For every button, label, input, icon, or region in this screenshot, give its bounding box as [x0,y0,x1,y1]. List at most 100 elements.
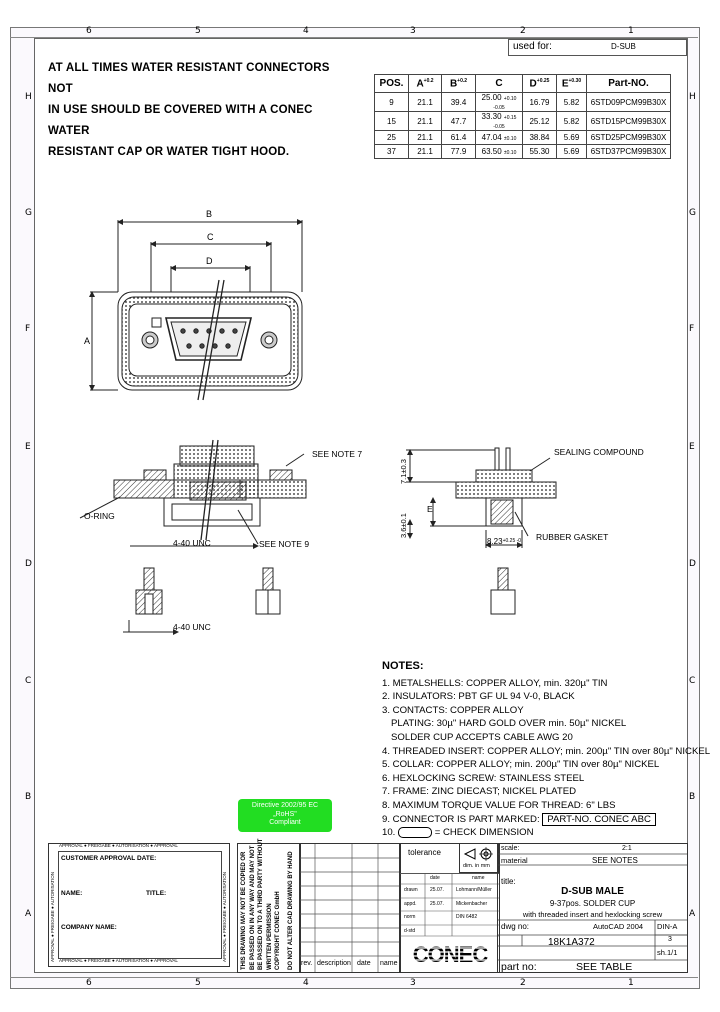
approval-band-left: APPROVAL ● FREIGABE ● AUTORISATION [50,871,55,962]
note-item-10-suffix: = CHECK DIMENSION [434,827,534,839]
see-note-7-label: SEE NOTE 7 [312,449,362,459]
zone-row-a: A [689,909,696,919]
unc-label-2: 4-40 UNC [173,622,211,632]
date-col-header: date [430,875,440,881]
zone-col-4: 4 [303,978,309,988]
approval-band-top: APPROVAL ● FREIGABE ● AUTORISATION ● APP… [59,843,178,848]
zone-row-f: F [689,324,695,334]
zone-col-5: 5 [195,26,201,36]
rohs-line: Compliant [269,819,301,826]
sheet-number: sh.1/1 [657,948,678,957]
note-item: SOLDER CUP ACCEPTS CABLE AWG 20 [391,731,573,743]
projection-icon [463,847,493,861]
name-label: NAME: [61,890,83,897]
zone-row-d: D [689,559,696,569]
zone-row-e: E [689,442,695,452]
part-no-value: SEE TABLE [576,961,633,973]
tolerance-grid [400,873,499,937]
sheet-size: 3 [668,936,672,943]
note-item: 6. HEXLOCKING SCREW: STAINLESS STEEL [382,772,585,784]
table-header-row: POS. A+0.2 B+0.2 C D+0.25 E+0.30 Part-NO… [374,74,671,93]
zone-row-b: B [25,792,32,802]
rohs-line: Directive 2002/95 EC [251,802,319,809]
see-note-9-label: SEE NOTE 9 [259,539,309,549]
scale-value: 2:1 [622,845,632,852]
cell: 5.69 [556,144,587,159]
rohs-badge: Directive 2002/95 EC „RoHS" Compliant [238,799,332,832]
note-item: 9. CONNECTOR IS PART MARKED: PART-NO. CO… [382,812,710,827]
title-label: title: [501,877,516,886]
table-row: 15 21.1 47.7 33.30 +0.15 -0.05 25.12 5.8… [374,111,671,131]
copyright-line: COPYRIGHT CONEC GmbH [275,891,281,970]
zone-col-2: 2 [520,26,526,36]
note-item: 8. MAXIMUM TORQUE VALUE FOR THREAD: 6" L… [382,799,616,811]
dim-in-mm-label: dim. in mm [463,863,490,869]
note-item: 1. METALSHELLS: COPPER ALLOY, min. 320µ"… [382,677,608,689]
approval-band-bottom: APPROVAL ● FREIGABE ● AUTORISATION ● APP… [59,958,178,963]
unc-label-1: 4-40 UNC [173,538,211,548]
zone-col-6: 6 [86,26,92,36]
copyright-line: THIS DRAWING MAY NOT BE COPIED OR [241,851,247,970]
zone-row-d: D [25,559,32,569]
row-label-norm: norm [404,914,416,920]
tolerance-block: tolerance date name drawn 25.07. Lohmann… [399,843,500,973]
copyright-text: THIS DRAWING MAY NOT BE COPIED OR BE PAS… [240,839,295,970]
o-ring-label: O-RING [84,511,115,521]
scale-label: scale: [501,845,520,852]
title-label: TITLE: [146,890,167,897]
drawing-subtitle-1: 9-37pos. SOLDER CUP [549,899,636,908]
part-no-label: part no: [501,961,537,973]
note-item: 5. COLLAR: COPPER ALLOY; min. 200µ" TIN … [382,759,660,771]
dimension-table: POS. A+0.2 B+0.2 C D+0.25 E+0.30 Part-NO… [374,74,671,159]
company-name-label: COMPANY NAME: [61,924,117,931]
inner-frame [34,38,688,973]
rev-header: rev. [301,960,313,967]
dim-b-label: B [206,209,212,219]
dwg-no-label: dwg no: [501,922,530,931]
row-name-drawn: Lohmann/Müller [456,887,492,893]
row-label-dstd: d-std [404,928,416,934]
approval-band-right: APPROVAL ● FREIGABE ● AUTORISATION [222,871,227,962]
material-value: SEE NOTES [592,856,638,865]
software-label: AutoCAD 2004 [593,922,644,931]
zone-col-3: 3 [410,978,416,988]
note-item: 10. = CHECK DIMENSION [382,826,710,840]
note-item: 7. FRAME: ZINC DIECAST; NICKEL PLATED [382,786,577,798]
drawing-title: D-SUB MALE [561,886,624,897]
name-header: name [380,960,398,967]
zone-row-f: F [25,324,31,334]
svg-text:CONEC: CONEC [413,942,489,967]
approval-box: APPROVAL ● FREIGABE ● AUTORISATION ● APP… [48,843,230,967]
revision-block: rev. description date name [299,843,401,973]
row-label-appd: appd. [404,901,417,907]
copyright-block: THIS DRAWING MAY NOT BE COPIED OR BE PAS… [237,839,301,973]
check-dimension-symbol [398,827,433,839]
row-name-appd: Mickenbacher [456,901,488,907]
zone-col-4: 4 [303,26,309,36]
zone-row-c: C [25,676,32,686]
cell: 55.30 [522,144,557,159]
row-name-norm: DIN 6482 [456,914,478,920]
name-col-header: name [472,875,485,881]
zone-row-g: G [25,208,32,218]
note-item: 2. INSULATORS: PBT GF UL 94 V-0, BLACK [382,691,575,703]
dim-d-label: D [206,256,213,266]
dim-823-label: 8.23+0.25 -0 [487,537,521,546]
note-item: 4. THREADED INSERT: COPPER ALLOY; min. 2… [382,745,711,757]
notes-section: NOTES: 1. METALSHELLS: COPPER ALLOY, min… [382,660,710,840]
warning-line: RESISTANT CAP OR WATER TIGHT HOOD. [48,146,290,158]
rubber-gasket-label: RUBBER GASKET [536,532,608,542]
warning-line: AT ALL TIMES WATER RESISTANT CONNECTORS … [48,62,330,95]
zone-row-h: H [25,92,32,102]
conec-logo: CONEC [403,942,497,967]
zone-col-6: 6 [86,978,92,988]
material-label: material [501,856,528,865]
zone-row-b: B [689,792,696,802]
title-grid [498,853,687,961]
rohs-line: „RoHS" [273,810,297,818]
zone-row-c: C [689,676,696,686]
warning-line: IN USE SHOULD BE COVERED WITH A CONEC WA… [48,104,313,137]
zone-row-a: A [25,909,32,919]
